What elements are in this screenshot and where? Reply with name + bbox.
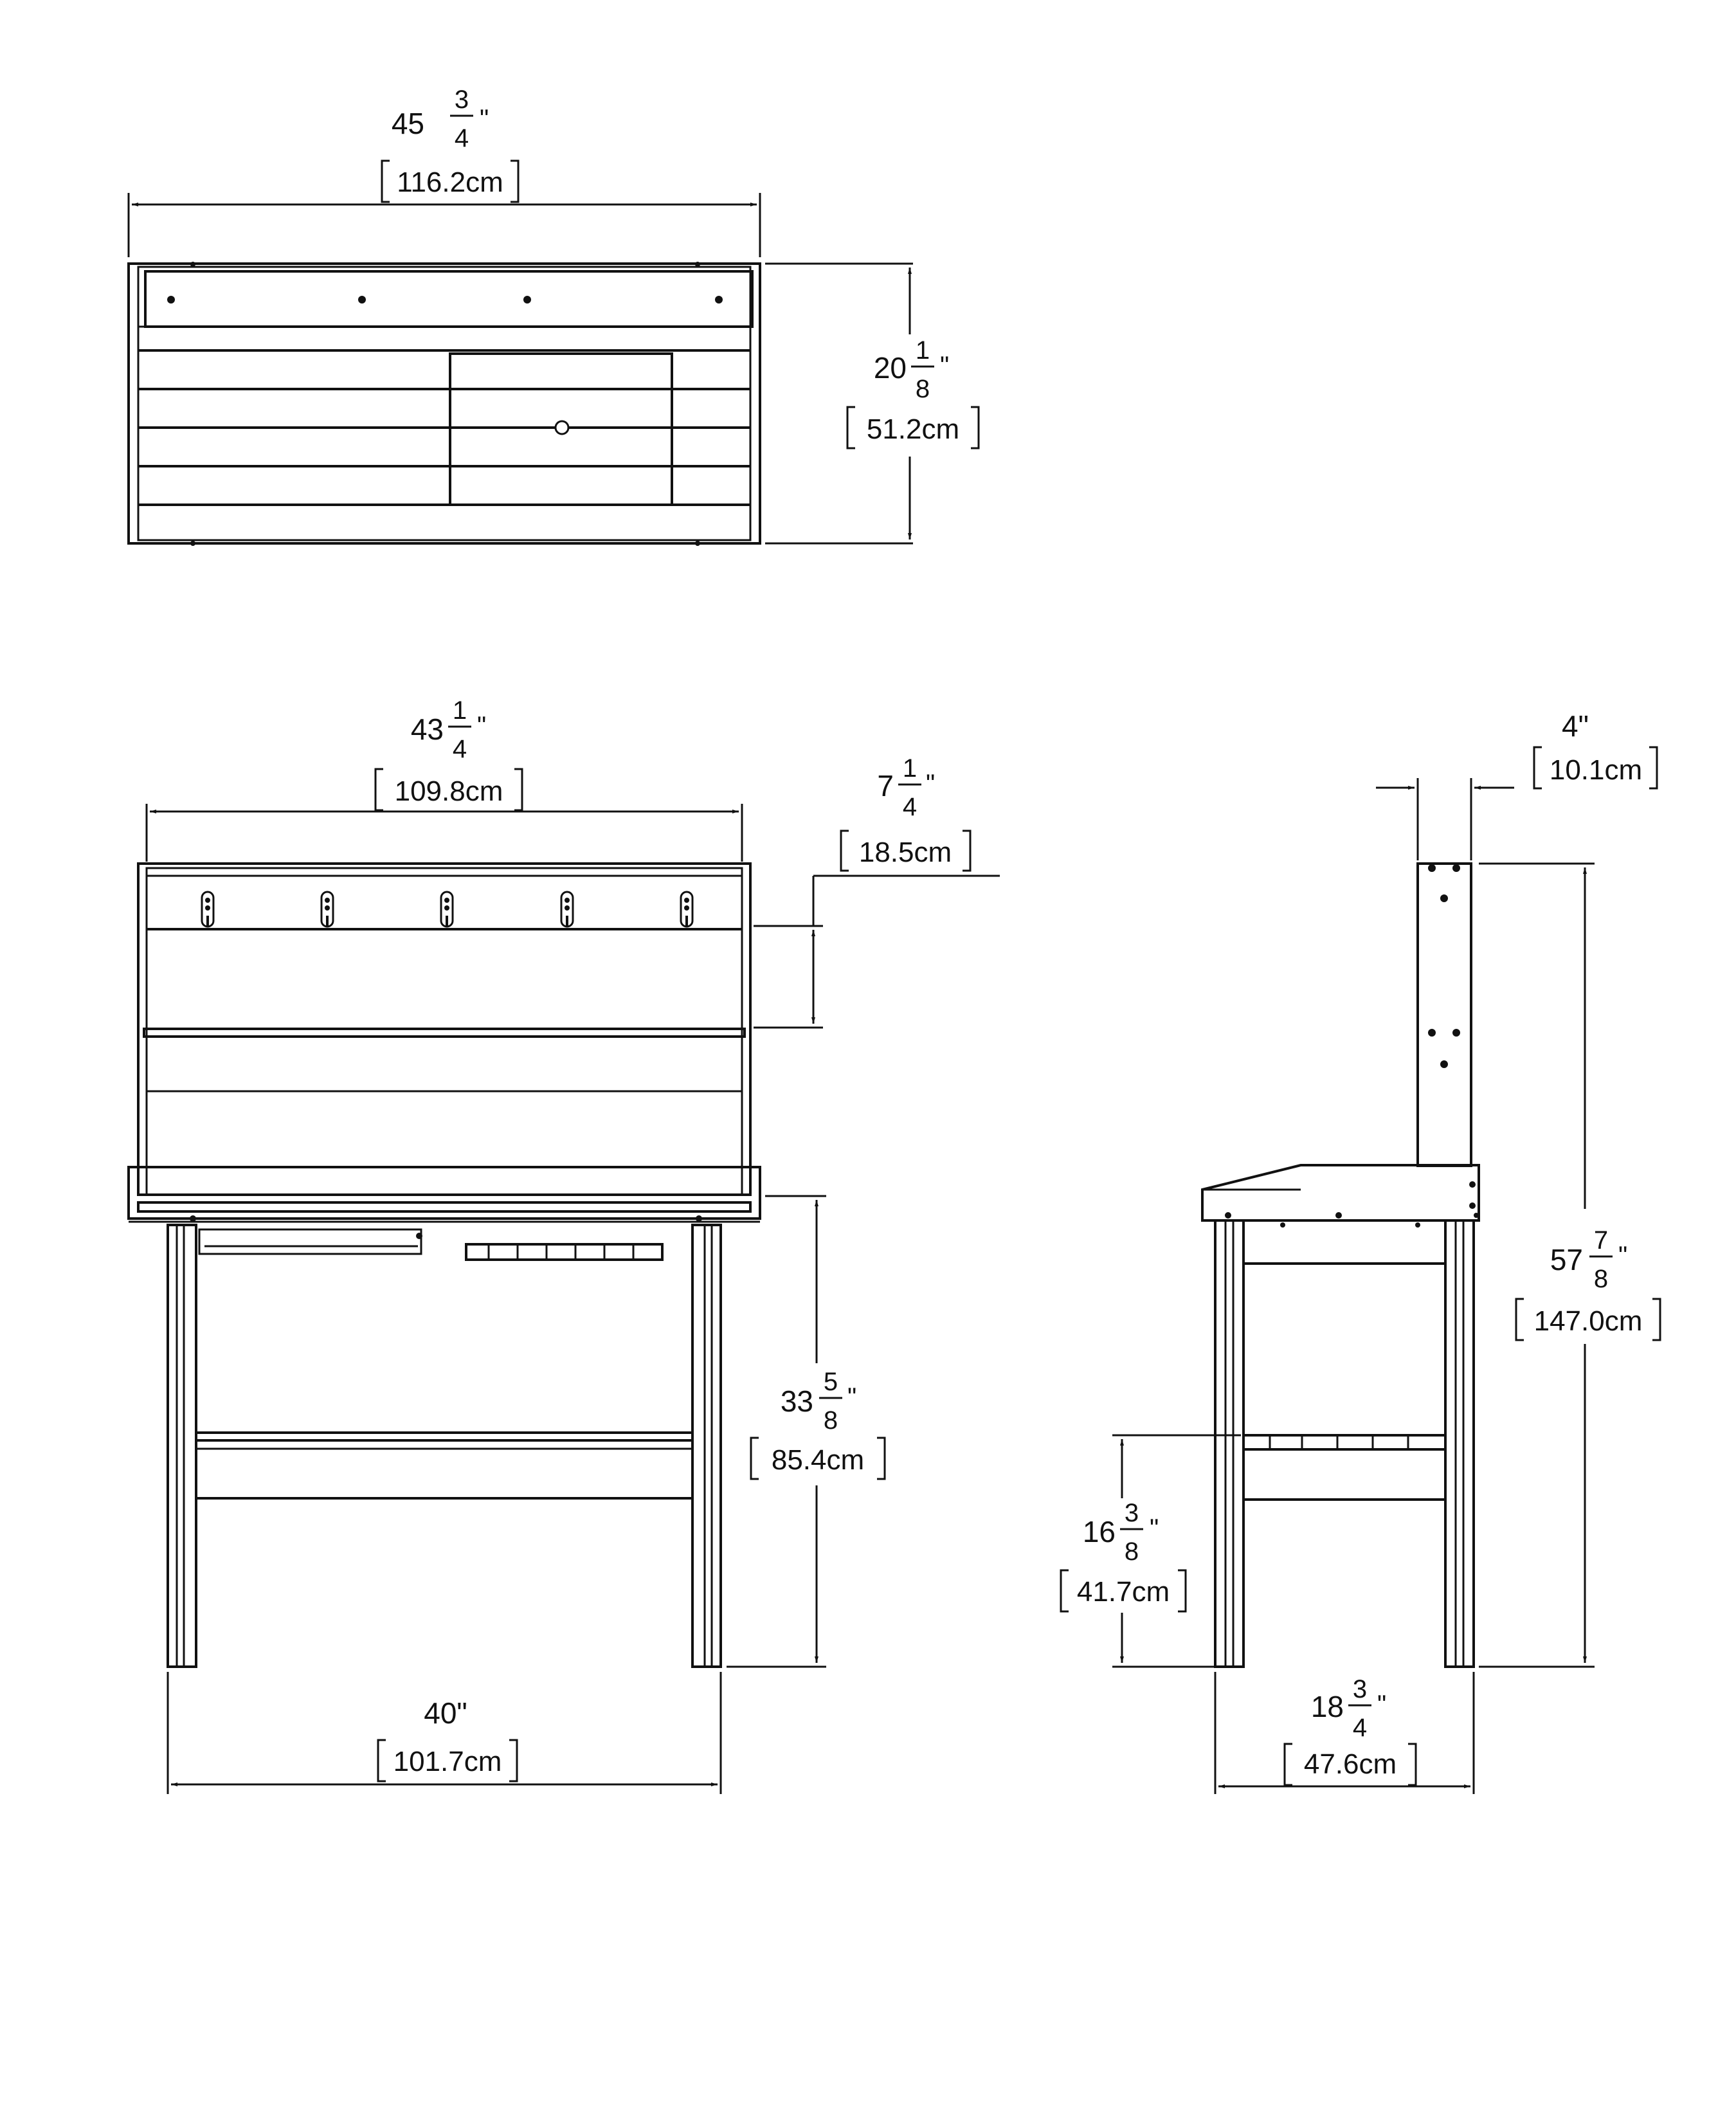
side-depth-dimension: 18 3 4 " 47.6cm (1214, 1672, 1475, 1794)
front-width-num: 1 (453, 696, 467, 725)
lower-shelf-metric: 41.7cm (1077, 1576, 1170, 1608)
shelf-gap-metric: 18.5cm (859, 837, 952, 868)
hook (680, 891, 694, 928)
work-height-whole: 33 (781, 1384, 813, 1418)
post-depth-dimension: 4" 10.1cm (1376, 709, 1658, 860)
lower-shelf-height-dimension: 16 3 8 " 41.7cm (1060, 1434, 1241, 1668)
top-width-den: 4 (455, 124, 469, 152)
work-height-dimension: 33 5 8 " 85.4cm (727, 1195, 886, 1668)
shelf-gap-dimension: 7 1 4 " 18.5cm (754, 754, 1000, 1029)
front-width-whole: 43 (411, 712, 444, 746)
post-depth-metric: 10.1cm (1550, 754, 1642, 786)
side-depth-whole: 18 (1311, 1690, 1344, 1723)
side-view (1201, 862, 1480, 1668)
leg-span-metric: 101.7cm (393, 1746, 502, 1777)
front-view (127, 862, 761, 1668)
leg-span-dimension: 40" 101.7cm (167, 1672, 722, 1794)
lower-shelf-whole: 16 (1083, 1515, 1116, 1548)
hook (560, 891, 574, 928)
shelf-gap-num: 1 (903, 754, 917, 783)
side-depth-num: 3 (1353, 1675, 1367, 1703)
front-width-metric: 109.8cm (395, 775, 503, 807)
top-depth-unit: " (940, 352, 949, 380)
hook (201, 891, 215, 928)
lower-shelf-unit: " (1150, 1514, 1159, 1543)
front-width-den: 4 (453, 735, 467, 763)
hook (320, 891, 334, 928)
front-width-dimension: 43 1 4 " 109.8cm (145, 696, 743, 862)
total-height-whole: 57 (1550, 1243, 1583, 1276)
side-depth-den: 4 (1353, 1714, 1367, 1742)
work-height-unit: " (847, 1383, 856, 1411)
work-height-num: 5 (824, 1368, 838, 1396)
top-depth-metric: 51.2cm (867, 413, 959, 445)
top-depth-den: 8 (916, 375, 930, 403)
hook (440, 891, 454, 928)
front-width-unit: " (477, 712, 486, 740)
work-height-metric: 85.4cm (772, 1444, 864, 1476)
top-depth-whole: 20 (874, 351, 907, 385)
lower-shelf-den: 8 (1125, 1537, 1139, 1566)
leg-span-text: 40" (424, 1696, 467, 1730)
total-height-den: 8 (1594, 1265, 1608, 1293)
hooks-row (201, 891, 694, 928)
total-height-unit: " (1618, 1242, 1627, 1270)
top-width-unit: " (480, 105, 489, 133)
shelf-gap-whole: 7 (877, 769, 894, 803)
shelf-gap-unit: " (926, 770, 935, 798)
side-depth-metric: 47.6cm (1304, 1748, 1397, 1780)
total-height-num: 7 (1594, 1226, 1608, 1255)
total-height-metric: 147.0cm (1534, 1305, 1643, 1337)
post-depth-text: 4" (1562, 709, 1589, 743)
top-view (127, 262, 761, 546)
top-width-metric: 116.2cm (397, 167, 503, 198)
top-width-dimension: 45 3 4 " 116.2cm (127, 86, 761, 257)
side-depth-unit: " (1377, 1691, 1386, 1719)
top-depth-dimension: 20 1 8 " 51.2cm (765, 262, 980, 545)
shelf-gap-den: 4 (903, 793, 917, 821)
total-height-dimension: 57 7 8 " 147.0cm (1479, 862, 1661, 1668)
top-depth-num: 1 (916, 336, 930, 365)
work-height-den: 8 (824, 1406, 838, 1435)
lower-shelf-num: 3 (1125, 1499, 1139, 1527)
top-width-whole: 45 (392, 107, 424, 140)
top-width-num: 3 (455, 86, 469, 114)
